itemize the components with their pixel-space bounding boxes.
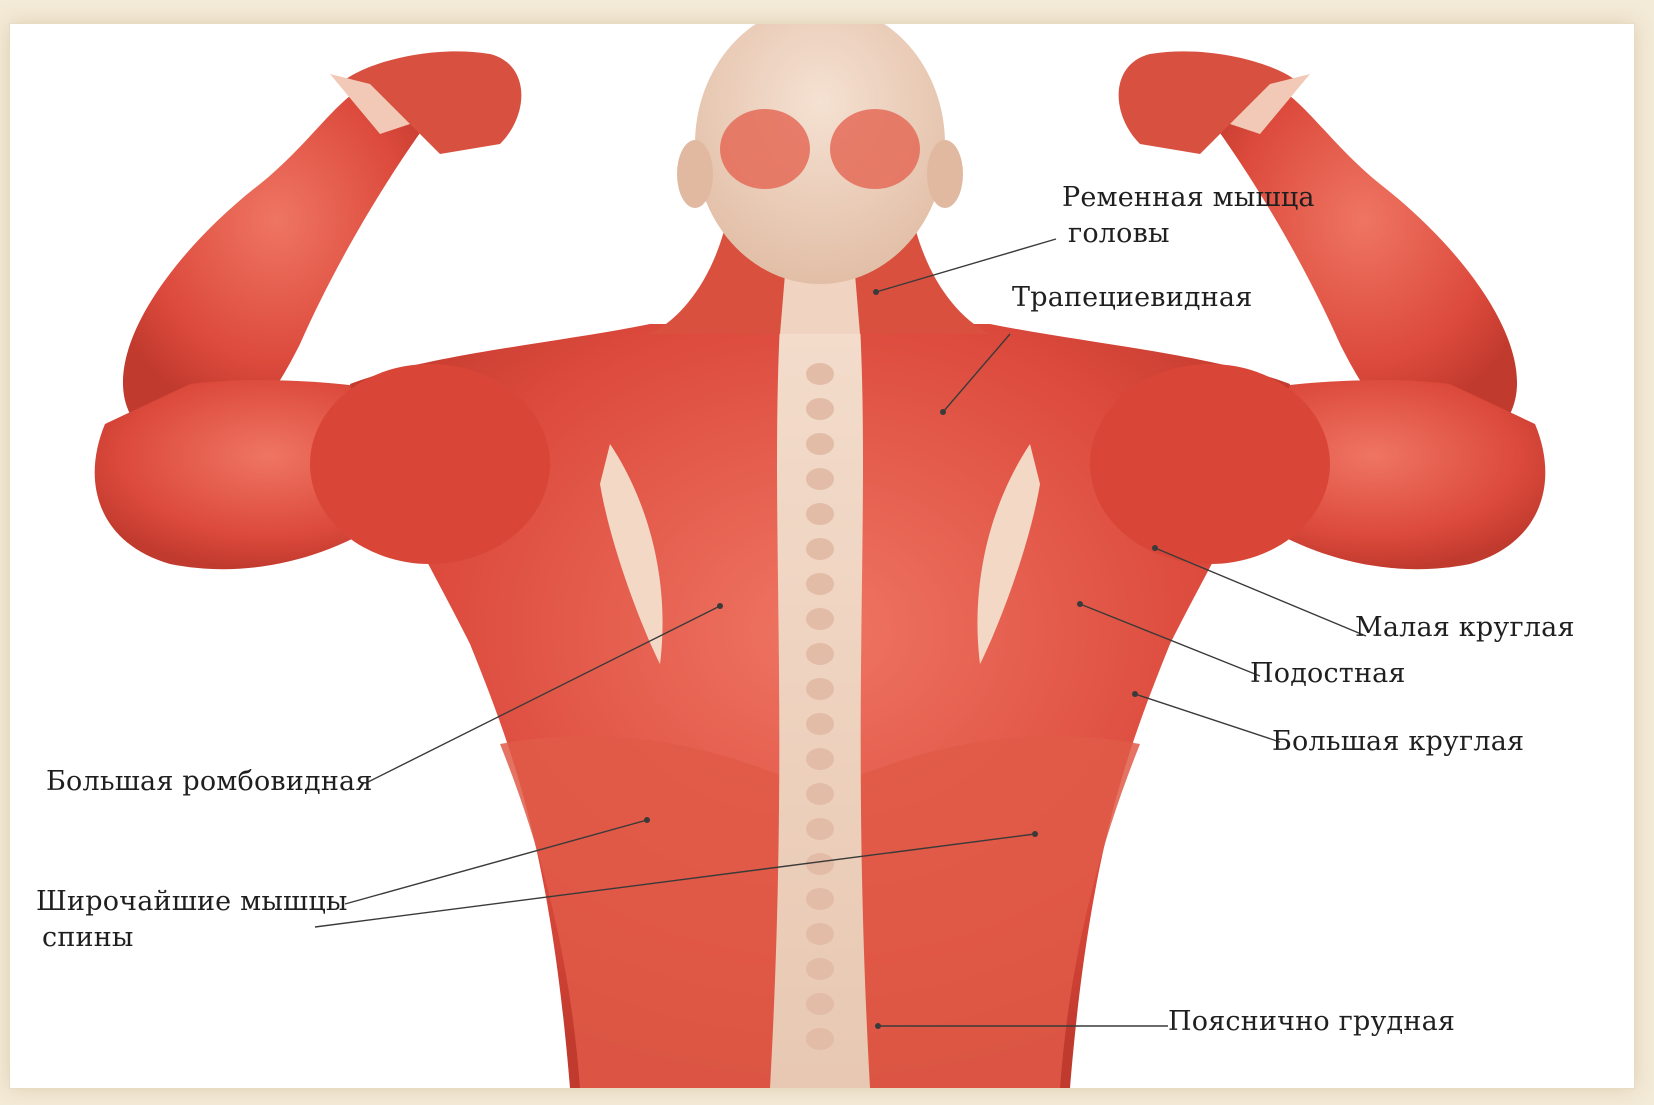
- left-ear: [677, 140, 713, 208]
- label-trapezius: Трапециевидная: [1012, 280, 1252, 316]
- label-thoracolumbar: Пояснично грудная: [1168, 1004, 1455, 1040]
- label-latissimus-line1: Широчайшие мышцы: [36, 884, 348, 920]
- label-splenius-line1: Ременная мышца: [1062, 180, 1315, 216]
- label-teres-minor: Малая круглая: [1355, 610, 1575, 646]
- anatomy-figure: Ременная мышца головы Трапециевидная Мал…: [10, 24, 1634, 1088]
- left-deltoid: [310, 364, 550, 564]
- label-rhomboid-major: Большая ромбовидная: [46, 764, 373, 800]
- right-ear: [927, 140, 963, 208]
- label-infraspinatus: Подостная: [1250, 656, 1406, 692]
- back-muscles-illustration: [10, 24, 1634, 1088]
- label-latissimus-line2: спины: [42, 920, 134, 956]
- latissimus-region: [500, 736, 800, 1088]
- label-teres-major: Большая круглая: [1272, 724, 1524, 760]
- right-deltoid: [1090, 364, 1330, 564]
- label-splenius-line2: головы: [1068, 216, 1170, 252]
